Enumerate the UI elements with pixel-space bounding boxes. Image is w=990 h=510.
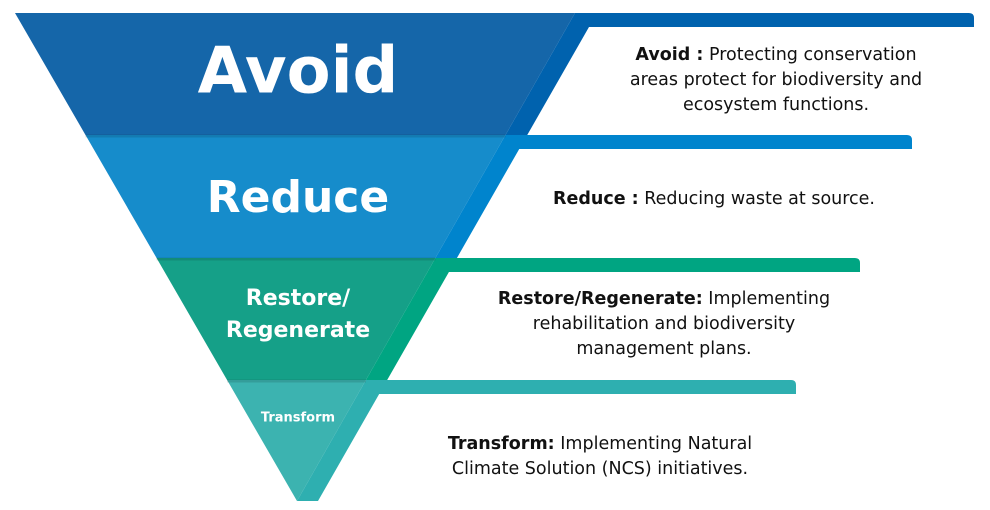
funnel-band-avoid: [15, 13, 575, 135]
description-transform: Transform: Implementing Natural Climate …: [447, 434, 753, 479]
description-avoid: Avoid : Protecting conservation areas pr…: [629, 45, 923, 115]
level-label-avoid: Avoid: [197, 34, 399, 109]
accent-bar-restore: [365, 258, 860, 380]
level-label-restore: Restore/ Regenerate: [225, 286, 371, 343]
funnel-band-restore: [156, 258, 436, 380]
level-label-transform: Transform: [260, 410, 336, 426]
description-reduce: Reduce : Reducing waste at source.: [552, 189, 876, 209]
funnel-band-reduce: [85, 135, 506, 258]
funnel-band-transform: [227, 380, 366, 501]
accent-bar-avoid: [505, 13, 974, 135]
accent-bar-reduce: [435, 135, 912, 258]
level-label-reduce: Reduce: [206, 172, 390, 224]
description-restore: Restore/Regenerate: Implementing rehabil…: [497, 289, 831, 359]
accent-bar-transform: [297, 380, 796, 501]
